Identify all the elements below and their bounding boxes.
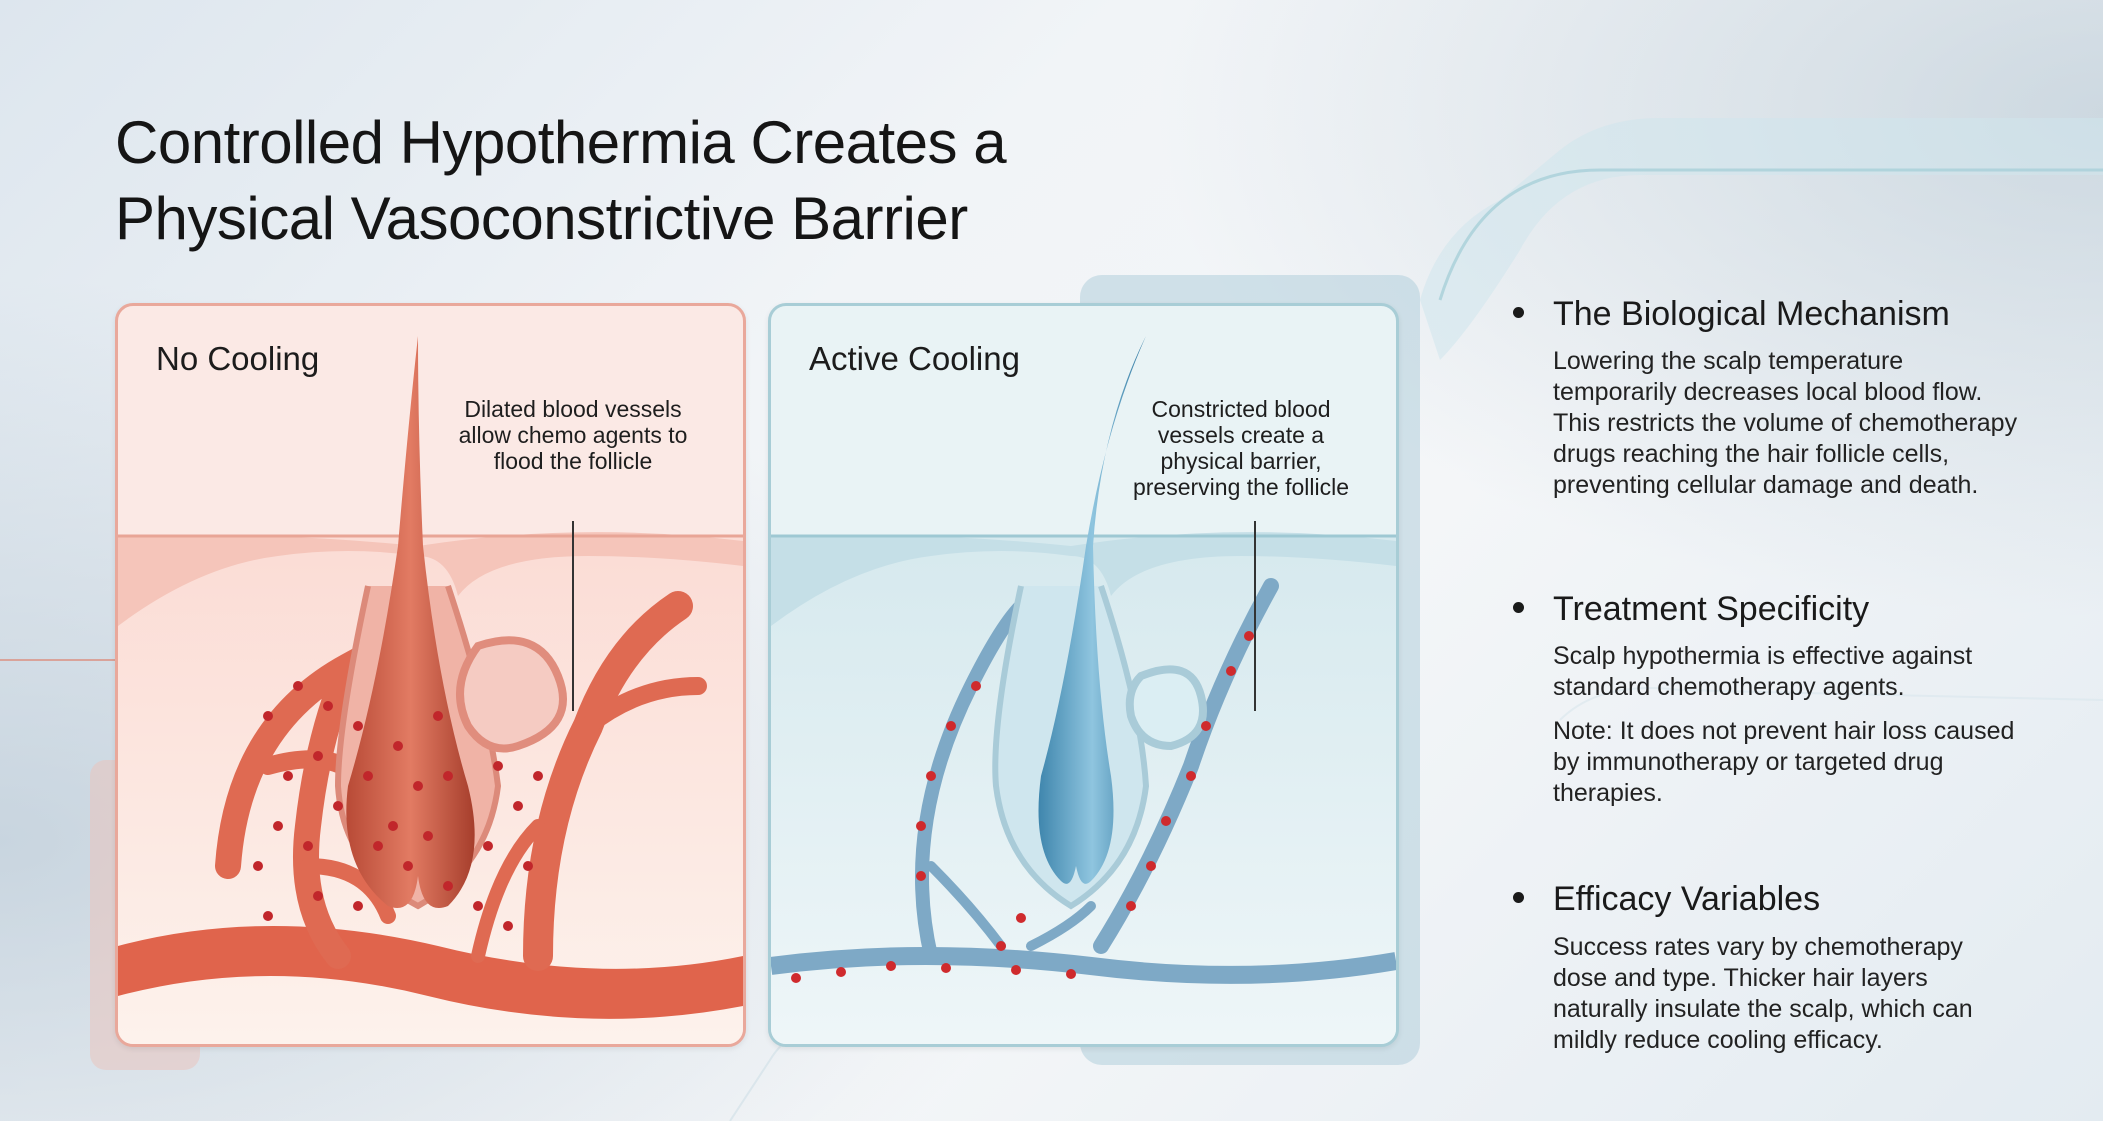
main-blood-vessel [771,947,1396,984]
chemo-particles [253,681,543,931]
hair-shaft [346,336,475,908]
no-cooling-callout: Dilated blood vessels allow chemo agents… [458,396,688,474]
title-line-1: Controlled Hypothermia Creates a [115,109,1007,176]
sebaceous-gland [456,636,567,753]
sebaceous-gland [1125,665,1207,751]
title-line-2: Physical Vasoconstrictive Barrier [115,185,968,252]
vessel-branch-left [215,636,375,969]
point-heading: The Biological Mechanism [1553,295,1950,333]
chemo-particles [791,631,1254,983]
bullet-icon [1513,602,1524,613]
point-heading: Treatment Specificity [1553,590,1870,628]
bullet-icon [1513,892,1524,903]
point-note: Note: It does not prevent hair loss caus… [1553,717,2015,807]
no-cooling-label: No Cooling [156,340,320,377]
main-blood-vessel [118,926,743,1019]
epidermis-layer [118,532,743,626]
no-cooling-panel: No Cooling Dilated blood vessels allow c… [115,303,746,1047]
active-cooling-illustration [771,336,1396,1044]
point-body: Success rates vary by chemotherapy dose … [1553,933,1973,1054]
active-cooling-panel: Active Cooling Constricted blood vessels… [768,303,1399,1047]
no-cooling-illustration [118,336,743,1044]
page-title: Controlled Hypothermia Creates a Physica… [115,105,1215,257]
hair-shaft [1038,336,1146,884]
active-cooling-callout: Constricted blood vessels create a physi… [1132,396,1350,500]
bullet-icon [1513,307,1524,318]
point-heading: Efficacy Variables [1553,880,1821,918]
active-cooling-label: Active Cooling [809,340,1020,377]
vessel-branch-right [1093,578,1279,954]
point-body: Lowering the scalp temperature temporari… [1553,347,2018,499]
point-body: Scalp hypothermia is effective against s… [1553,642,1973,701]
epidermis-layer [771,532,1396,626]
